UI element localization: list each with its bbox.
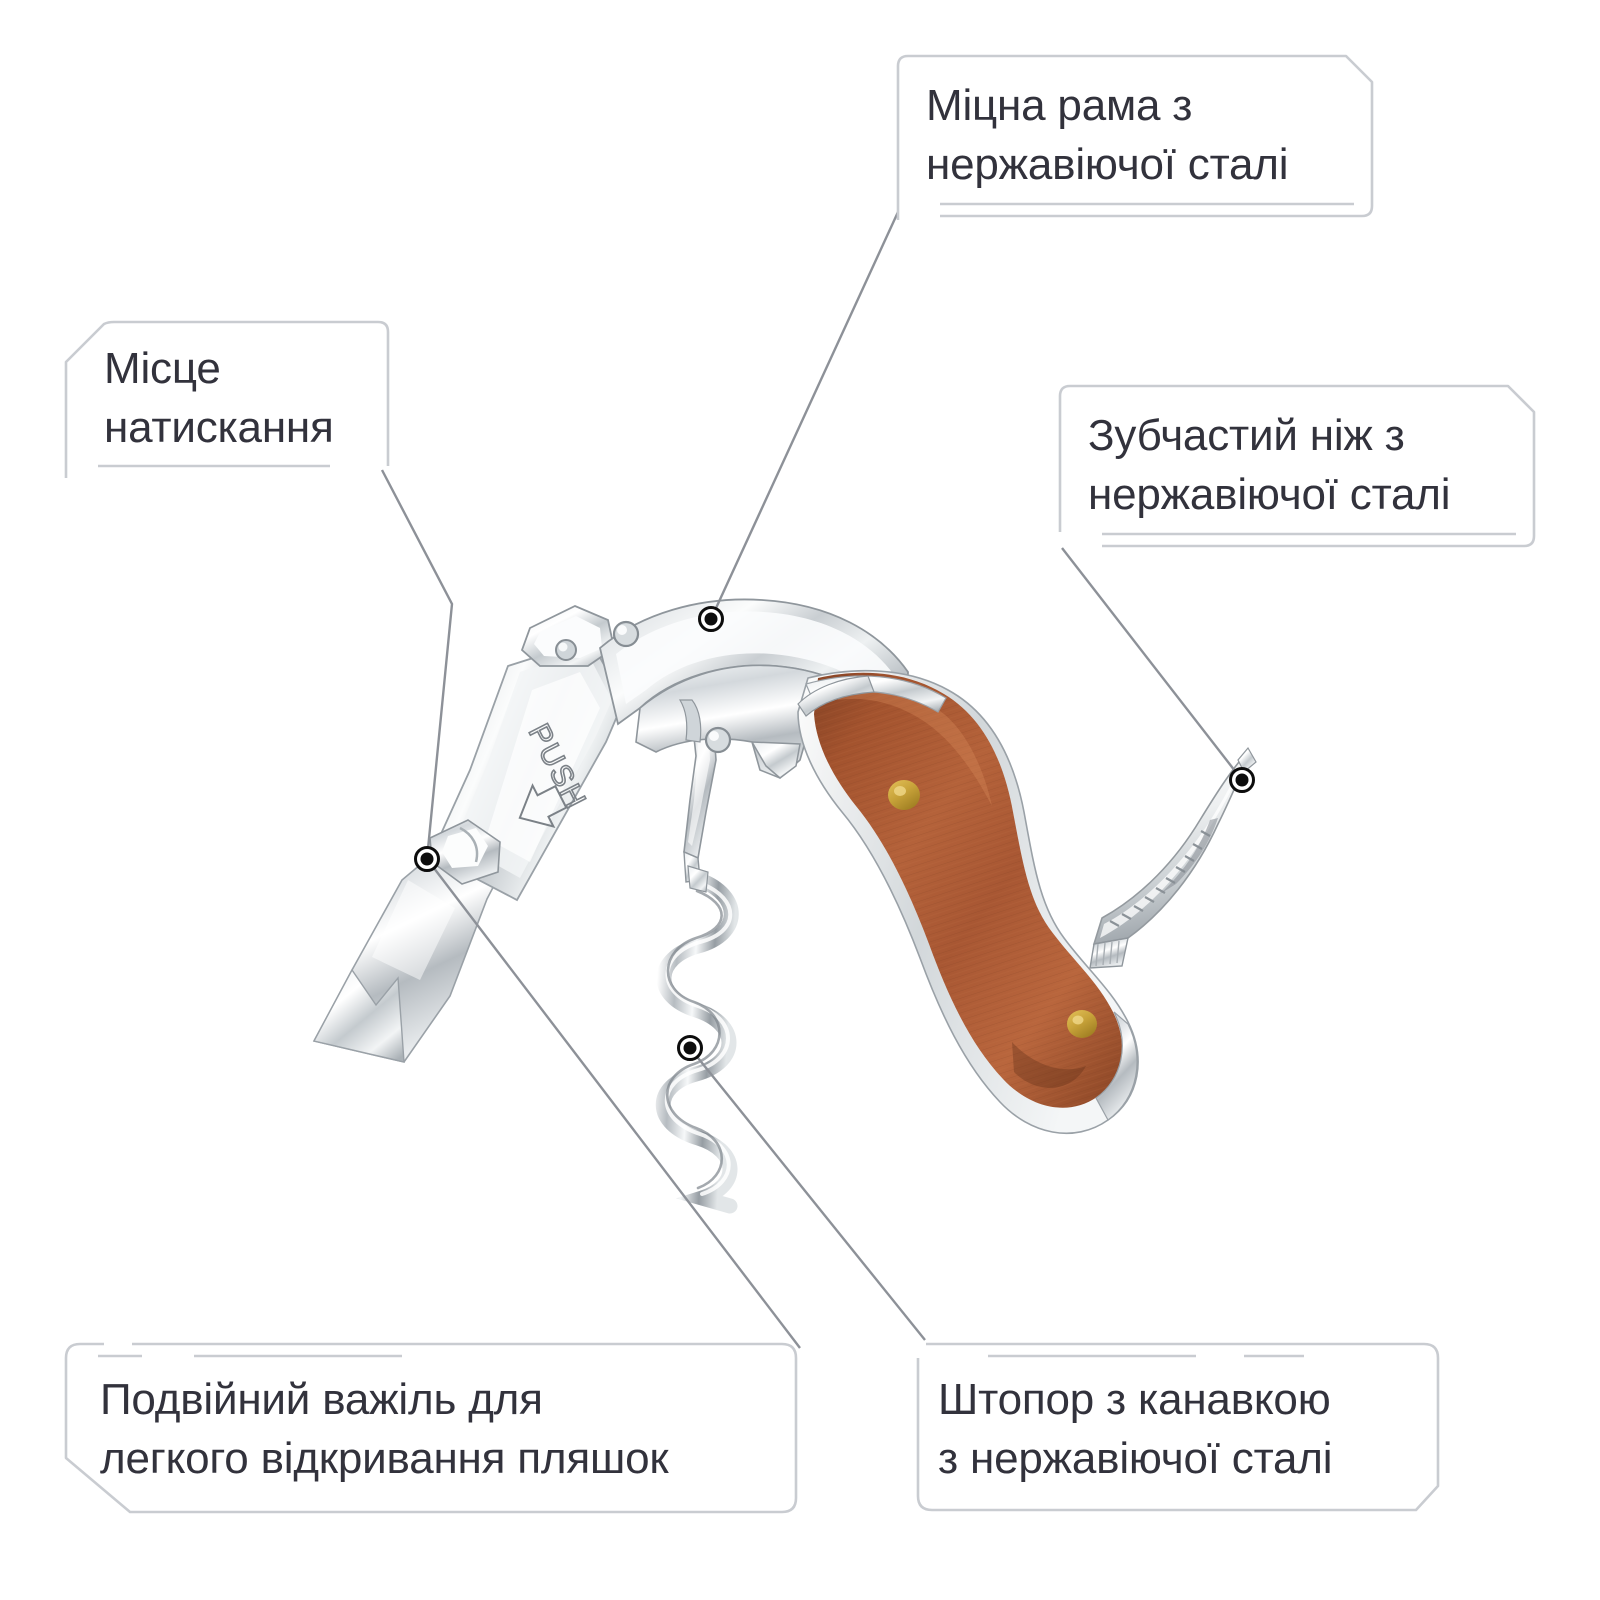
product-worm-neck [687, 865, 709, 893]
callout-push-point-text: Місце натискання [104, 344, 334, 452]
callout-serrated-knife-text: Зубчастий ніж з нержавіючої сталі [1088, 411, 1451, 519]
product-wood-handle [797, 669, 1139, 1134]
callout-push-point-shape [64, 320, 390, 478]
callout-serrated-knife-shape [1058, 384, 1536, 548]
callout-corkscrew-shape [916, 1342, 1440, 1512]
callout-double-lever-shape [64, 1342, 798, 1514]
callout-double-lever-text: Подвійний важіль для легкого відкривання… [100, 1375, 669, 1483]
product-frame-overlap [797, 675, 875, 717]
callout-serrated-knife: Зубчастий ніж з нержавіючої сталі [1046, 382, 1538, 550]
callout-push-point: Місце натискання [62, 318, 402, 480]
connector-dot-frame [698, 606, 724, 632]
callout-frame-text: Міцна рама з нержавіючої сталі [926, 81, 1289, 189]
callout-frame-shape [896, 54, 1374, 220]
connector-dot-corkscrew [677, 1035, 703, 1061]
callout-frame: Міцна рама з нержавіючої сталі [884, 52, 1376, 220]
product-brass-rivet [888, 780, 920, 810]
connector-dot-push-point [414, 846, 440, 872]
callout-corkscrew: Штопор з канавкою з нержавіючої сталі [896, 1340, 1452, 1520]
callout-corkscrew-text: Штопор з канавкою з нержавіючої сталі [938, 1375, 1333, 1483]
push-arrow-icon [518, 783, 568, 829]
product-brass-rivet [1067, 1010, 1097, 1038]
callout-double-lever: Подвійний важіль для легкого відкривання… [58, 1340, 810, 1520]
connector-dot-serrated-knife [1229, 767, 1255, 793]
product-push-lever: PUSH [429, 605, 626, 902]
